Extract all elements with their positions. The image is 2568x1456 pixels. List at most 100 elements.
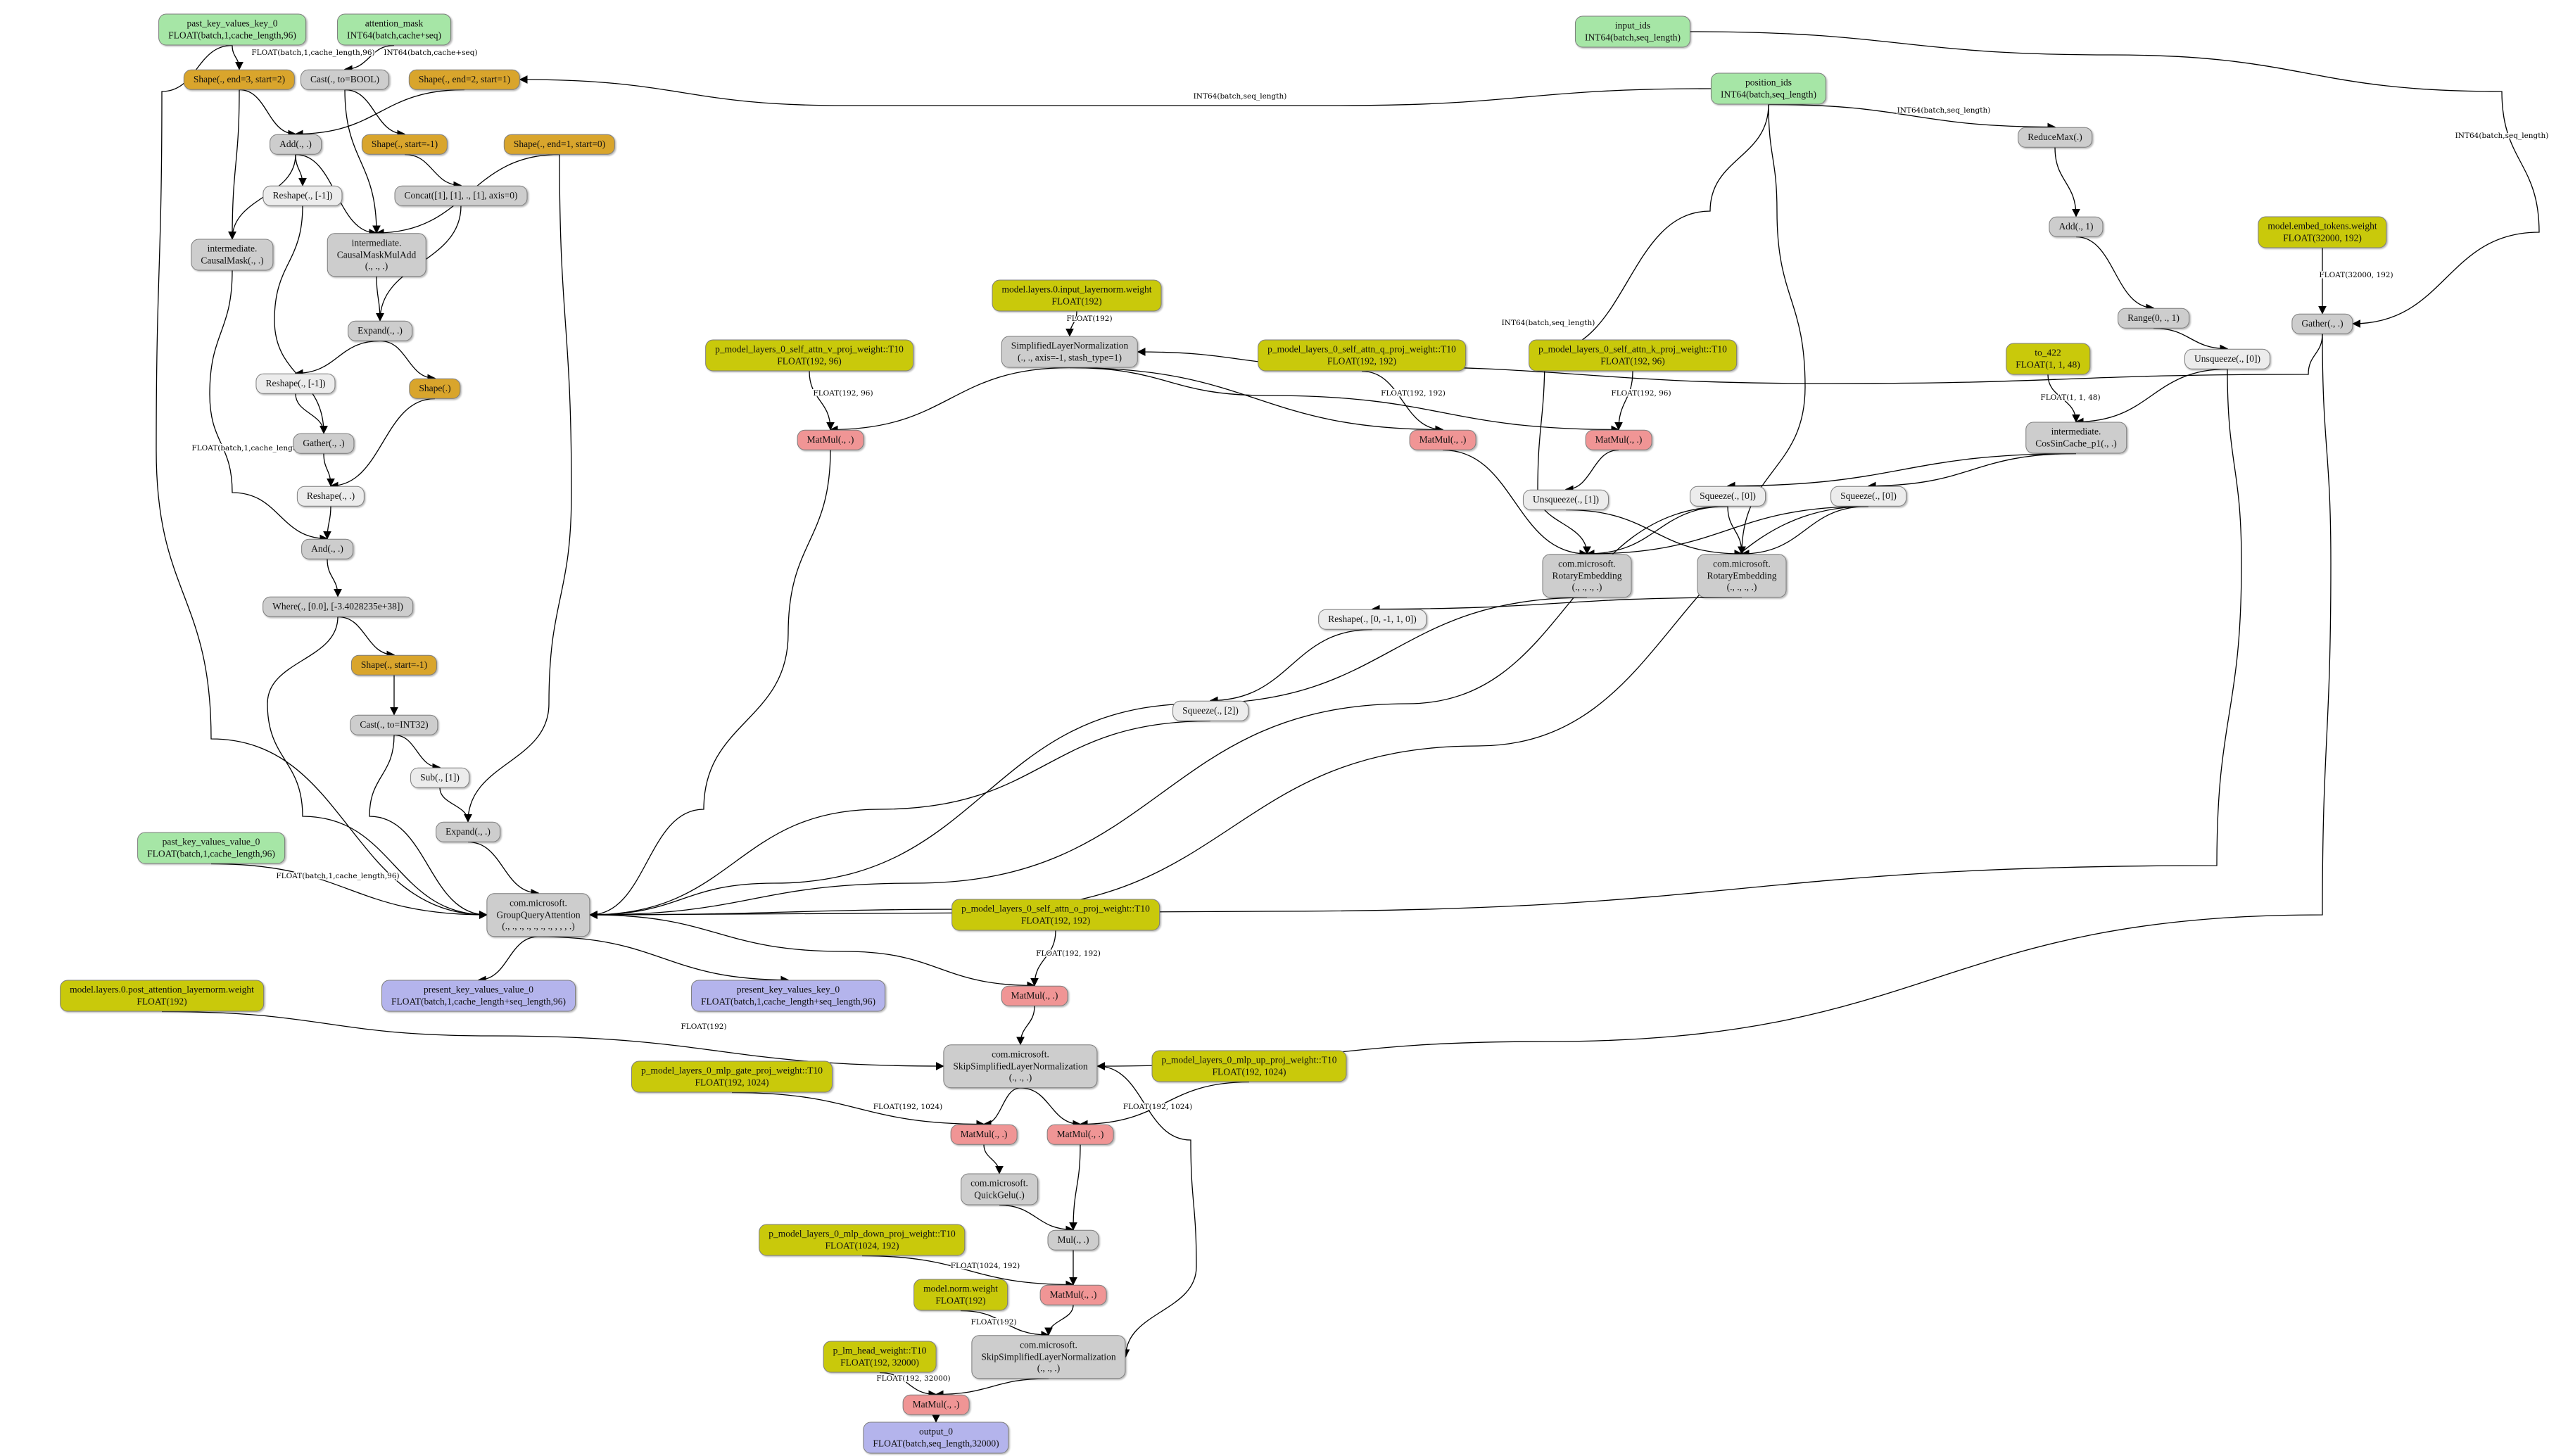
node-causal_mask[interactable]: intermediate.CausalMask(., .) <box>191 239 274 271</box>
edge-input_ln_w-to-simplified_ln <box>1065 311 1077 337</box>
node-matmul_up[interactable]: MatMul(., .) <box>1046 1124 1114 1145</box>
node-squeeze_2[interactable]: Squeeze(., [2]) <box>1172 700 1248 721</box>
node-reshape_m1b[interactable]: Reshape(., [-1]) <box>255 373 336 394</box>
edge-expand_a-to-shape_dot <box>379 340 436 383</box>
node-skip_ln2[interactable]: com.microsoft.SkipSimplifiedLayerNormali… <box>971 1335 1126 1379</box>
node-unsqueeze_0[interactable]: Unsqueeze(., [0]) <box>2184 348 2271 369</box>
node-expand_a[interactable]: Expand(., .) <box>348 320 412 341</box>
node-rot_emb_q[interactable]: com.microsoft.RotaryEmbedding(., ., ., .… <box>1542 554 1632 597</box>
edge-label: FLOAT(192, 1024) <box>1123 1103 1193 1111</box>
node-shape_e2s1[interactable]: Shape(., end=2, start=1) <box>408 69 521 90</box>
node-squeeze_0a[interactable]: Squeeze(., [0]) <box>1690 486 1766 507</box>
edge-position_ids-to-shape_e2s1 <box>519 75 1712 106</box>
node-shape_s1b[interactable]: Shape(., start=-1) <box>350 654 438 676</box>
node-label-line: FLOAT(1, 1, 48) <box>2016 359 2080 369</box>
node-matmul_o[interactable]: MatMul(., .) <box>1001 985 1068 1006</box>
edge-shape_e1s0-to-expand_b <box>464 154 572 823</box>
node-label-line: MatMul(., .) <box>1011 989 1058 1001</box>
node-sub_op[interactable]: Sub(., [1]) <box>410 767 469 788</box>
node-label-line: Expand(., .) <box>358 324 403 336</box>
node-shape_e3s2[interactable]: Shape(., end=3, start=2) <box>183 69 296 90</box>
node-add_1[interactable]: Add(., 1) <box>2049 216 2104 237</box>
node-matmul_k[interactable]: MatMul(., .) <box>1585 429 1652 450</box>
node-reshape_m1a[interactable]: Reshape(., [-1]) <box>263 185 343 206</box>
edge-skip_ln1-to-skip_ln2 <box>1097 1065 1197 1358</box>
node-gqa[interactable]: com.microsoft.GroupQueryAttention(., ., … <box>486 893 590 937</box>
node-label-line: model.layers.0.input_layernorm.weight <box>1001 284 1152 295</box>
node-v_proj_w[interactable]: p_model_layers_0_self_attn_v_proj_weight… <box>705 339 913 372</box>
node-matmul_lm[interactable]: MatMul(., .) <box>902 1394 970 1415</box>
node-unsqueeze_1[interactable]: Unsqueeze(., [1]) <box>1522 489 1609 510</box>
node-matmul_v[interactable]: MatMul(., .) <box>797 429 864 450</box>
node-q_proj_w[interactable]: p_model_layers_0_self_attn_q_proj_weight… <box>1258 339 1466 372</box>
node-matmul_gate[interactable]: MatMul(., .) <box>950 1124 1018 1145</box>
node-up_proj_w[interactable]: p_model_layers_0_mlp_up_proj_weight::T10… <box>1151 1050 1347 1082</box>
node-label-line: Squeeze(., [0]) <box>1700 490 1756 501</box>
node-k_proj_w[interactable]: p_model_layers_0_self_attn_k_proj_weight… <box>1529 339 1737 372</box>
node-matmul_q[interactable]: MatMul(., .) <box>1409 429 1476 450</box>
node-rot_emb_k[interactable]: com.microsoft.RotaryEmbedding(., ., ., .… <box>1697 554 1787 597</box>
node-post_attn_ln_w[interactable]: model.layers.0.post_attention_layernorm.… <box>60 980 264 1012</box>
edge-matmul_up-to-mul_op <box>1069 1144 1081 1231</box>
node-label-line: p_model_layers_0_self_attn_q_proj_weight… <box>1267 343 1456 355</box>
node-label-line: ReduceMax(.) <box>2028 131 2082 142</box>
node-cos_sin_cache[interactable]: intermediate.CosSinCache_p1(., .) <box>2025 422 2127 454</box>
node-label-line: FLOAT(192, 32000) <box>840 1357 919 1367</box>
node-shape_e1s0[interactable]: Shape(., end=1, start=0) <box>503 134 616 155</box>
node-gather_emb[interactable]: Gather(., .) <box>2291 313 2353 334</box>
node-label-line: Reshape(., .) <box>306 490 355 501</box>
node-causal_mask_mul_add[interactable]: intermediate.CausalMaskMulAdd(., ., .) <box>327 233 426 277</box>
node-label-line: p_lm_head_weight::T10 <box>833 1345 927 1356</box>
node-label-line: FLOAT(batch,1,cache_length+seq_length,96… <box>391 996 566 1006</box>
edge-labels: FLOAT(batch,1,cache_length,96) FLOAT(batc… <box>191 48 2550 1384</box>
node-gather_a[interactable]: Gather(., .) <box>293 433 355 454</box>
edge-label: FLOAT(192, 96) <box>813 389 873 398</box>
node-add_a[interactable]: Add(., .) <box>270 134 322 155</box>
node-label-line: position_ids <box>1745 77 1792 88</box>
node-reshape_b[interactable]: Reshape(., .) <box>296 486 365 507</box>
node-label-line: FLOAT(192, 192) <box>1020 915 1091 925</box>
node-label-line: SkipSimplifiedLayerNormalization <box>953 1060 1088 1071</box>
node-shape_dot[interactable]: Shape(.) <box>409 378 461 399</box>
node-reshape_0110[interactable]: Reshape(., [0, -1, 1, 0]) <box>1318 609 1427 630</box>
edge-label: FLOAT(batch,1,cache_length,96) <box>251 49 374 57</box>
node-o_proj_w[interactable]: p_model_layers_0_self_attn_o_proj_weight… <box>951 899 1160 931</box>
node-down_proj_w[interactable]: p_model_layers_0_mlp_down_proj_weight::T… <box>759 1224 966 1256</box>
node-cast_bool[interactable]: Cast(., to=BOOL) <box>301 69 389 90</box>
node-skip_ln1[interactable]: com.microsoft.SkipSimplifiedLayerNormali… <box>943 1044 1098 1088</box>
node-where_op[interactable]: Where(., [0.0], [-3.4028235e+38]) <box>263 596 413 617</box>
node-gate_proj_w[interactable]: p_model_layers_0_mlp_gate_proj_weight::T… <box>631 1061 833 1093</box>
node-simplified_ln[interactable]: SimplifiedLayerNormalization(., ., axis=… <box>1001 336 1139 368</box>
node-reduce_max[interactable]: ReduceMax(.) <box>2018 127 2092 148</box>
edge-label: FLOAT(192, 192) <box>1036 949 1101 958</box>
edge-label: FLOAT(32000, 192) <box>2319 271 2393 279</box>
node-label-line: (., ., axis=-1, stash_type=1) <box>1018 352 1122 362</box>
node-and_op[interactable]: And(., .) <box>301 538 353 559</box>
node-shape_s1a[interactable]: Shape(., start=-1) <box>361 134 448 155</box>
edge-matmul_q-to-rot_emb_q <box>1442 449 1588 558</box>
node-matmul_down[interactable]: MatMul(., .) <box>1039 1284 1107 1305</box>
node-concat[interactable]: Concat([1], [1], ., [1], axis=0) <box>394 185 528 206</box>
node-label-line: model.norm.weight <box>923 1283 998 1294</box>
node-label-line: Cast(., to=BOOL) <box>310 73 379 84</box>
node-mul_op[interactable]: Mul(., .) <box>1047 1229 1099 1251</box>
node-quickgelu[interactable]: com.microsoft.QuickGelu(.) <box>961 1173 1038 1205</box>
node-range_op[interactable]: Range(0, ., 1) <box>2118 308 2189 329</box>
node-cast_int32[interactable]: Cast(., to=INT32) <box>350 714 438 735</box>
node-expand_b[interactable]: Expand(., .) <box>436 821 500 842</box>
node-squeeze_0b[interactable]: Squeeze(., [0]) <box>1830 486 1906 507</box>
